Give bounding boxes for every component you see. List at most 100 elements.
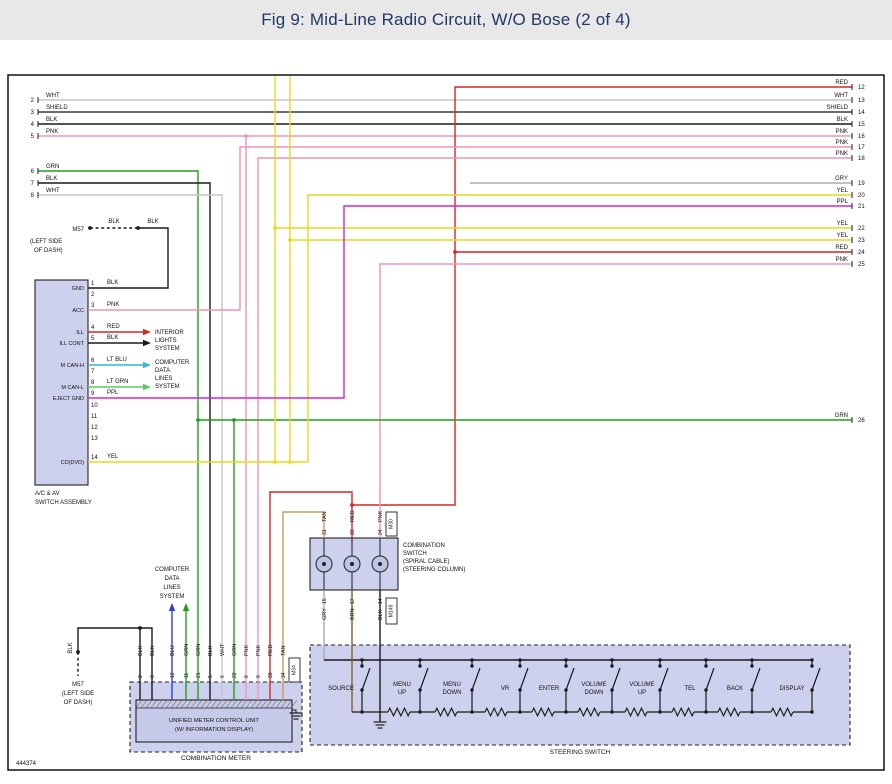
label-10: 10	[91, 403, 98, 409]
label-9: 9	[256, 675, 262, 678]
label-14: 14	[91, 455, 98, 461]
switch-contact-dot	[564, 688, 568, 692]
label-acc: ACC	[72, 308, 84, 314]
connector-hatch	[180, 699, 188, 709]
connector-hatch	[145, 699, 153, 709]
label-34: 34	[281, 672, 287, 678]
label-red: RED	[268, 644, 274, 656]
label-m57: M57	[72, 227, 84, 233]
switch-contact-dot	[704, 710, 708, 714]
label-down: DOWN	[443, 690, 462, 696]
label-source: SOURCE	[328, 686, 354, 692]
switch-contact-dot	[518, 710, 522, 714]
switch-contact-dot	[360, 688, 364, 692]
label-1: 1	[91, 281, 95, 287]
label-blk: BLK	[107, 335, 118, 341]
switch-contact-dot	[658, 658, 662, 662]
connector-hatch	[150, 699, 158, 709]
resistor	[434, 706, 458, 718]
switch-blade	[611, 667, 621, 691]
label-wht: WHT	[834, 93, 848, 99]
label-interior: INTERIOR	[155, 330, 184, 336]
label-tan: TAN	[281, 645, 287, 656]
label-shield: SHIELD	[46, 105, 68, 111]
label-33: 33	[350, 529, 356, 535]
label-yel: YEL	[837, 233, 849, 239]
label-m-can-h: M CAN-H	[60, 363, 84, 369]
label-data: DATA	[155, 368, 170, 374]
label-ppl: PPL	[837, 199, 849, 205]
connector-hatch	[170, 699, 178, 709]
label-24: 24	[378, 529, 384, 535]
wire-tan	[282, 511, 325, 700]
switch-contact-dot	[518, 664, 522, 668]
label-red: RED	[107, 324, 120, 330]
switch-contact-dot	[810, 710, 814, 714]
wire-yel	[307, 194, 852, 462]
junction-dot	[453, 250, 457, 254]
label-blk: BLK	[46, 176, 57, 182]
connector-hatch	[255, 699, 263, 709]
ac-av-switch-assembly-box	[34, 279, 89, 486]
label-brn: BRN	[350, 608, 356, 620]
label-gry: GRY	[835, 176, 848, 182]
label-up: UP	[398, 690, 406, 696]
label-grn: GRN	[232, 644, 238, 656]
system-arrow-icon	[182, 603, 190, 611]
label-20: 20	[858, 193, 865, 199]
switch-contact-dot	[658, 710, 662, 714]
switch-blade	[811, 667, 821, 691]
label-22: 22	[858, 226, 865, 232]
label-pnk: PNK	[46, 129, 58, 135]
label-21: 21	[858, 204, 865, 210]
label-shield: SHIELD	[826, 105, 848, 111]
label-3: 3	[150, 675, 156, 678]
label-yel: YEL	[107, 454, 119, 460]
figure-title: Fig 9: Mid-Line Radio Circuit, W/O Bose …	[261, 10, 631, 29]
label-11: 11	[184, 673, 190, 678]
switch-contact-dot	[418, 710, 422, 714]
label-combination-meter: COMBINATION METER	[181, 755, 251, 762]
label-2: 2	[138, 675, 144, 678]
label-blk: BLK	[46, 117, 57, 123]
label-3: 3	[91, 303, 95, 309]
switch-contact-dot	[418, 664, 422, 668]
switch-contact-dot	[470, 688, 474, 692]
label-19: 19	[858, 181, 865, 187]
label-4: 4	[31, 122, 35, 128]
label-15: 15	[858, 122, 865, 128]
switch-contact-dot	[610, 688, 614, 692]
switch-contact-dot	[360, 664, 364, 668]
label-lines: LINES	[163, 585, 180, 591]
switch-contact-dot	[518, 688, 522, 692]
junction-dot	[136, 226, 140, 230]
label-lt-blu: LT BLU	[107, 357, 127, 363]
label-grn: GRN	[196, 644, 202, 656]
label-volume: VOLUME	[581, 682, 606, 688]
label-24: 24	[858, 250, 865, 256]
switch-contact-dot	[564, 664, 568, 668]
junction-dot	[244, 134, 248, 138]
label-14: 14	[378, 598, 384, 604]
junction-dot	[76, 650, 80, 654]
spiral-cable-contact-center	[378, 562, 382, 566]
label-of-dash-: OF DASH)	[64, 700, 93, 706]
switch-blade	[419, 667, 429, 691]
wire-pnk	[88, 146, 852, 311]
junction-dot	[273, 460, 277, 464]
label-pnk: PNK	[244, 644, 250, 656]
wire-blk	[38, 182, 211, 700]
label-gry: GRY	[322, 608, 328, 620]
label-8: 8	[31, 193, 35, 199]
label-menu: MENU	[393, 682, 411, 688]
connector-hatch	[140, 699, 148, 709]
label-16: 16	[858, 134, 865, 140]
label-m-can-l: M CAN-L	[61, 385, 84, 391]
junction-dot	[88, 226, 92, 230]
switch-contact-dot	[704, 658, 708, 662]
switch-contact-dot	[360, 658, 364, 662]
resistor	[671, 706, 695, 718]
label-blk: BLK	[68, 642, 74, 653]
connector-hatch	[265, 699, 273, 709]
label-17: 17	[858, 145, 865, 151]
